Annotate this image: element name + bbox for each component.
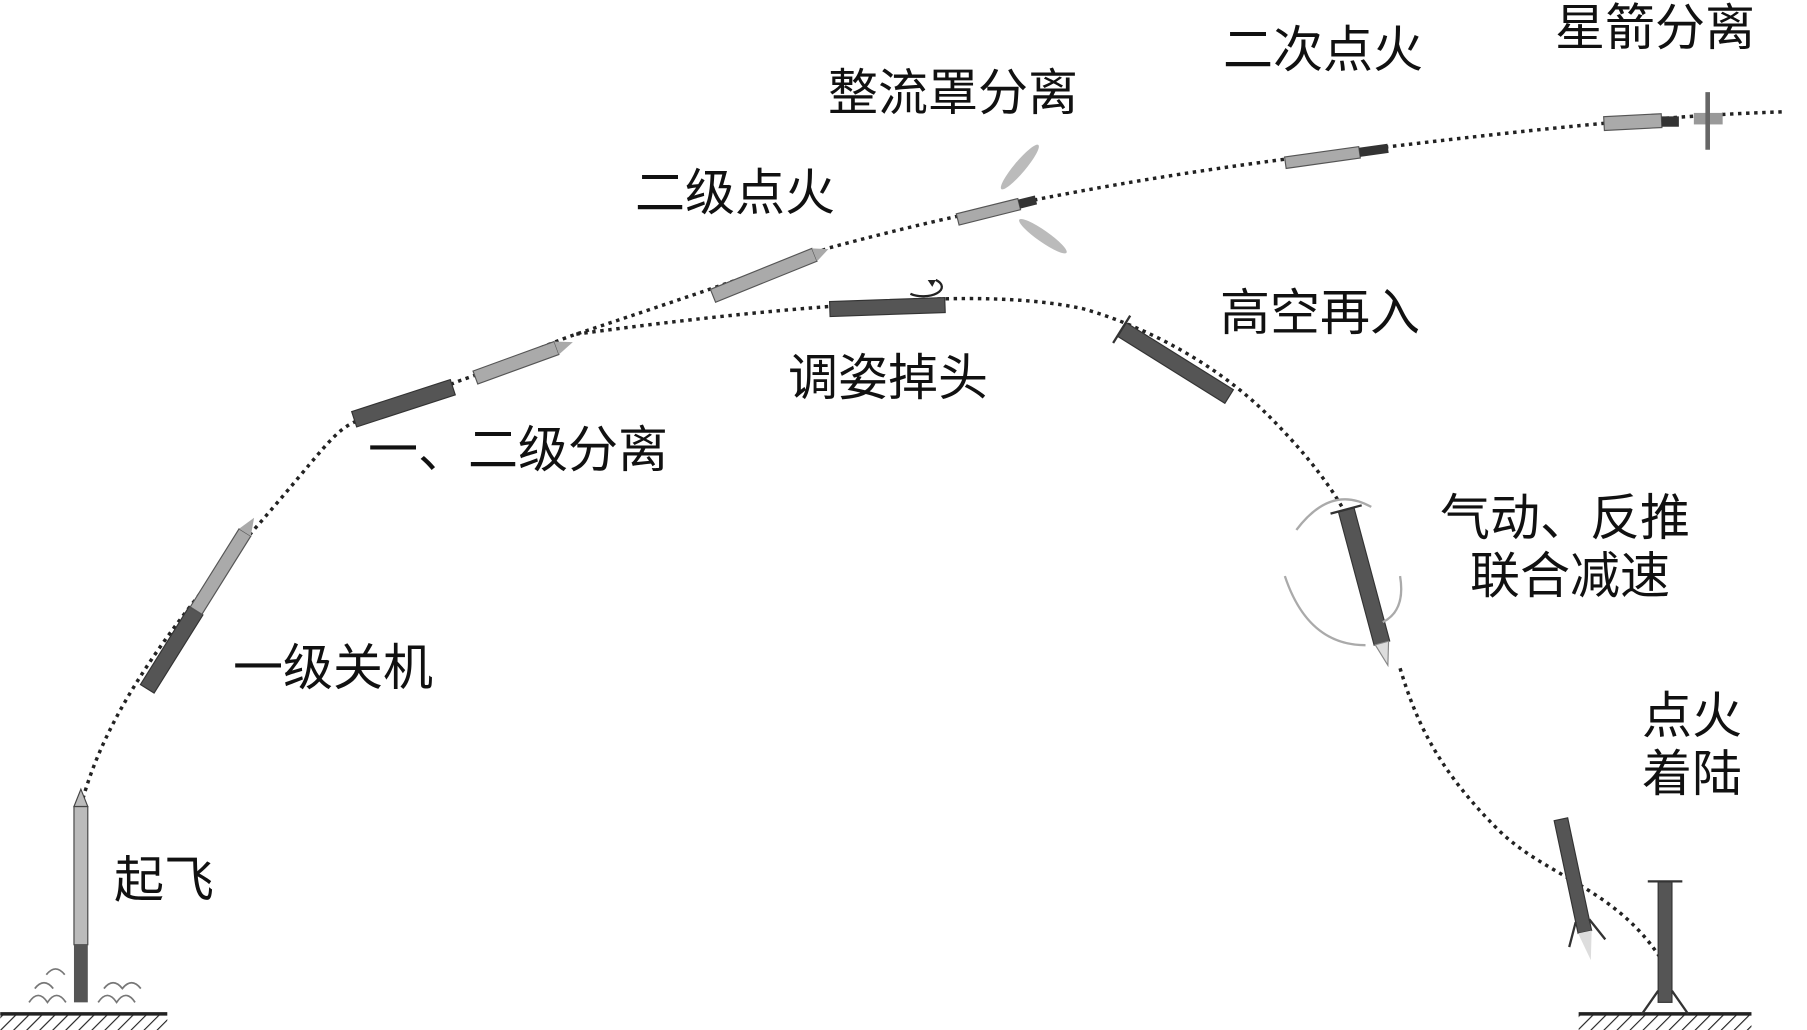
rocket-landed <box>1641 880 1690 1015</box>
label-payload-separation: 星箭分离 <box>1555 0 1755 57</box>
label-second-ignition: 二次点火 <box>1223 21 1423 79</box>
label-stage1-cutoff: 一级关机 <box>233 639 433 697</box>
label-deceleration-line2: 联合减速 <box>1470 546 1670 605</box>
label-deceleration: 气动、反推 联合减速 <box>1440 489 1690 605</box>
ground-left <box>0 1012 168 1030</box>
rocket-landing-approach <box>1553 817 1607 961</box>
label-landing: 点火 着陆 <box>1642 687 1742 803</box>
launch-smoke <box>28 968 142 1004</box>
label-deceleration-line1: 气动、反推 <box>1440 489 1690 547</box>
rocket-reentry <box>1112 315 1235 405</box>
ascent-trajectory <box>79 110 1787 807</box>
label-attitude-flip: 调姿掉头 <box>788 349 988 407</box>
label-landing-line2: 着陆 <box>1642 744 1742 803</box>
return-trajectory <box>576 296 1661 958</box>
label-fairing-separation: 整流罩分离 <box>828 64 1078 122</box>
shock-arcs <box>1283 498 1403 647</box>
rocket-takeoff <box>73 787 89 1003</box>
rocket-second-ignition <box>1283 143 1389 170</box>
label-landing-line1: 点火 <box>1642 687 1742 745</box>
rocket-fairing-separation <box>955 144 1067 254</box>
rocket-deceleration <box>1330 504 1391 668</box>
rocket-stage-separation <box>350 340 573 428</box>
rocket-payload-separation <box>1603 92 1723 150</box>
label-stage2-ignition: 二级点火 <box>635 164 835 222</box>
rocket-stage2-ignition <box>709 247 829 303</box>
label-stage-separation: 一、二级分离 <box>368 421 668 479</box>
label-high-altitude-reentry: 高空再入 <box>1220 284 1420 342</box>
rocket-stage1-cutoff <box>139 517 255 694</box>
label-takeoff: 起飞 <box>114 851 214 909</box>
ground-right <box>1578 1012 1752 1030</box>
rocket-attitude-flip <box>828 278 946 318</box>
